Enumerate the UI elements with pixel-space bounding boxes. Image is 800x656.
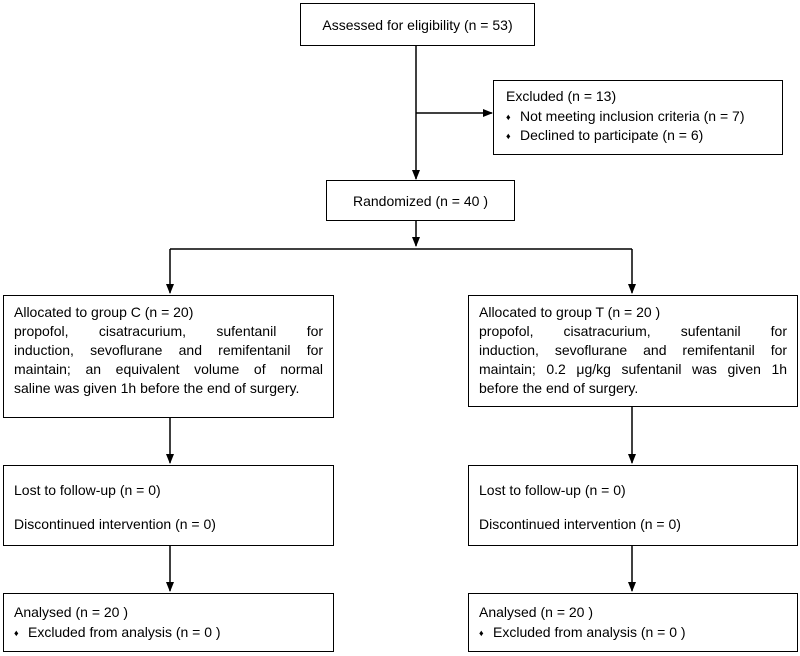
randomized-box: Randomized (n = 40 ) (326, 180, 515, 221)
excluded-item-label: Not meeting inclusion criteria (n = 7) (520, 108, 745, 124)
randomized-label: Randomized (n = 40 ) (352, 192, 489, 209)
excluded-item: ♦ Declined to participate (n = 6) (506, 126, 782, 146)
group-c-excluded-analysis-label: Excluded from analysis (n = 0 ) (28, 624, 221, 640)
bullet-icon: ♦ (479, 628, 484, 638)
assessed-label: Assessed for eligibility (n = 53) (322, 16, 513, 33)
group-c-title: Allocated to group C (n = 20) (14, 304, 194, 320)
group-c-desc-line: induction, sevoflurane and remifentanil … (14, 342, 324, 358)
assessed-box: Assessed for eligibility (n = 53) (300, 3, 535, 46)
group-t-excluded-analysis-label: Excluded from analysis (n = 0 ) (493, 624, 686, 640)
group-c-desc-line: maintain; an equivalent volume of normal (14, 361, 324, 377)
group-c-analysed: Analysed (n = 20 ) (14, 604, 129, 620)
group-t-desc-line: maintain; 0.2 μg/kg sufentanil was given… (479, 361, 788, 377)
group-t-excluded-analysis: ♦ Excluded from analysis (n = 0 ) (479, 623, 797, 643)
group-c-analysed-box: Analysed (n = 20 ) ♦ Excluded from analys… (3, 593, 334, 652)
group-t-followup-box: Lost to follow-up (n = 0) Discontinued i… (468, 465, 798, 546)
excluded-item-label: Declined to participate (n = 6) (520, 127, 704, 143)
group-c-followup-box: Lost to follow-up (n = 0) Discontinued i… (3, 465, 334, 546)
group-t-desc-last: before the end of surgery. (479, 380, 639, 396)
group-c-excluded-analysis: ♦ Excluded from analysis (n = 0 ) (14, 623, 333, 643)
group-t-lost: Lost to follow-up (n = 0) (479, 482, 626, 498)
group-t-analysed-box: Analysed (n = 20 ) ♦ Excluded from analys… (468, 593, 798, 652)
group-c-lost: Lost to follow-up (n = 0) (14, 482, 161, 498)
group-t-title: Allocated to group T (n = 20 ) (479, 304, 661, 320)
group-t-analysed: Analysed (n = 20 ) (479, 604, 594, 620)
excluded-item: ♦ Not meeting inclusion criteria (n = 7) (506, 107, 782, 127)
bullet-icon: ♦ (14, 628, 19, 638)
group-c-desc-last: saline was given 1h before the end of su… (14, 380, 300, 396)
excluded-title: Excluded (n = 13) (506, 88, 617, 104)
bullet-icon: ♦ (506, 112, 511, 122)
bullet-icon: ♦ (506, 131, 511, 141)
group-c-desc-line: propofol, cisatracurium, sufentanil for (14, 323, 324, 339)
group-t-discontinued: Discontinued intervention (n = 0) (479, 516, 681, 532)
group-c-allocation-box: Allocated to group C (n = 20) propofol, … (3, 295, 334, 418)
group-t-desc-line: propofol, cisatracurium, sufentanil for (479, 323, 787, 339)
group-t-allocation-box: Allocated to group T (n = 20 ) propofol,… (468, 295, 798, 407)
group-t-desc-line: induction, sevoflurane and remifentanil … (479, 342, 788, 358)
excluded-box: Excluded (n = 13) ♦ Not meeting inclusion… (493, 80, 783, 155)
group-c-discontinued: Discontinued intervention (n = 0) (14, 516, 216, 532)
